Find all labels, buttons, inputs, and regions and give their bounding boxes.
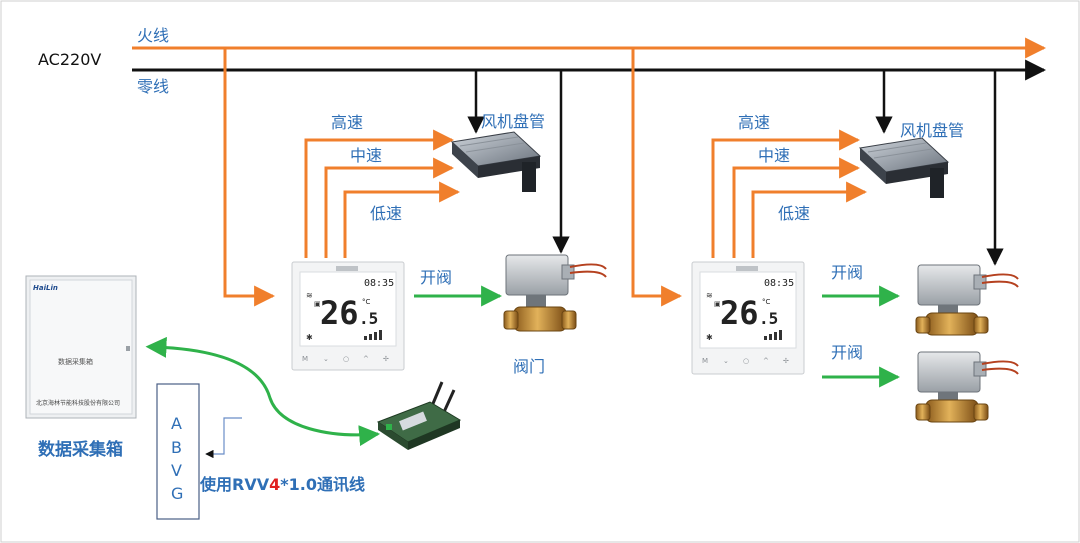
thermostat-temp-decimal-1: .5 (359, 309, 378, 328)
thermostat-time-1: 08:35 (364, 278, 394, 289)
low-speed-wire-1 (343, 181, 461, 258)
mode-button[interactable]: M (302, 355, 308, 363)
collector-company: 北京海林节能科技股份有限公司 (36, 399, 120, 407)
voltage-label: AC220V (38, 50, 101, 69)
cable-spec-suffix: *1.0通讯线 (280, 475, 365, 494)
comm-link (145, 336, 381, 447)
valve-2a (915, 264, 1019, 336)
lock-icon: ▣ (714, 300, 721, 308)
fan-coil-unit-2 (858, 137, 950, 198)
zone-2: 高速 中速 低速 风机盘管 08:35 26 .5 °C ≋ ▣ ✱ (631, 48, 1019, 423)
data-collector-box: HaiLin 数据采集箱 北京海林节能科技股份有限公司 (25, 275, 137, 419)
bus-letter-a: A (171, 414, 182, 433)
thermostat-temp-1: 26 (320, 294, 359, 332)
down-button[interactable]: ⌄ (323, 355, 329, 363)
cable-spec: 使用RVV4*1.0通讯线 (199, 475, 365, 494)
valve-2b (915, 351, 1019, 423)
cable-spec-prefix: 使用RVV (199, 475, 270, 494)
mid-speed-wire-2 (732, 157, 861, 258)
up-button[interactable]: ^ (363, 355, 369, 363)
down-button[interactable]: ⌄ (723, 357, 729, 365)
bus-terminal: A B V G (156, 383, 200, 520)
mode-button[interactable]: M (702, 357, 708, 365)
live-drop-1 (223, 48, 276, 307)
low-speed-wire-2 (751, 181, 868, 258)
power-button[interactable]: ○ (343, 355, 349, 363)
lock-icon: ▣ (314, 300, 321, 308)
bus-letter-v: V (171, 461, 182, 480)
open-valve-label-2a: 开阀 (831, 263, 863, 282)
thermostat-1: 08:35 26 .5 °C ≋ ▣ ✱ M ⌄ ○ ^ ✢ (291, 261, 405, 371)
live-label: 火线 (137, 26, 169, 45)
fcu-label-2: 风机盘管 (900, 121, 964, 140)
snowflake-icon: ✱ (706, 333, 713, 342)
low-speed-label-1: 低速 (370, 204, 402, 223)
thermostat-unit-2: °C (762, 298, 771, 306)
power-button[interactable]: ○ (743, 357, 749, 365)
bus-letter-b: B (171, 438, 182, 457)
thermostat-temp-2: 26 (720, 294, 759, 332)
fan-level-bars (764, 330, 782, 340)
mid-speed-label-1: 中速 (350, 146, 382, 165)
thermostat-2: 08:35 26 .5 °C ≋ ▣ ✱ M ⌄ ○ ^ ✢ (691, 261, 805, 375)
fan-button[interactable]: ✢ (383, 355, 389, 363)
thermostat-time-2: 08:35 (764, 278, 794, 289)
cable-pointer (205, 417, 242, 459)
wifi-icon: ≋ (306, 291, 313, 300)
open-valve-label-2b: 开阀 (831, 343, 863, 362)
wifi-icon: ≋ (706, 291, 713, 300)
collector-name: 数据采集箱 (58, 357, 93, 366)
collector-caption: 数据采集箱 (38, 439, 123, 460)
high-speed-wire-1 (304, 129, 455, 258)
collector-brand: HaiLin (33, 284, 58, 292)
up-button[interactable]: ^ (763, 357, 769, 365)
high-speed-label-1: 高速 (331, 113, 363, 132)
mid-speed-label-2: 中速 (758, 146, 790, 165)
cable-spec-highlight: 4 (269, 475, 280, 494)
zone-1: 高速 中速 低速 风机盘管 08:35 26 .5 °C ≋ ▣ ✱ (223, 48, 607, 376)
valve-label-1: 阀门 (513, 357, 545, 376)
fcu-label-1: 风机盘管 (481, 112, 545, 131)
thermostat-temp-decimal-2: .5 (759, 309, 778, 328)
thermostat-unit-1: °C (362, 298, 371, 306)
snowflake-icon: ✱ (306, 333, 313, 342)
fan-button[interactable]: ✢ (783, 357, 789, 365)
open-valve-label-1: 开阀 (420, 268, 452, 287)
bus-letter-g: G (171, 484, 183, 503)
high-speed-wire-2 (711, 129, 861, 258)
high-speed-label-2: 高速 (738, 113, 770, 132)
fan-coil-unit-1 (450, 131, 542, 192)
mains: AC220V 火线 零线 (38, 26, 1047, 96)
mid-speed-wire-1 (324, 157, 455, 258)
low-speed-label-2: 低速 (778, 204, 810, 223)
neutral-label: 零线 (137, 77, 169, 96)
valve-1 (503, 254, 607, 332)
gateway-module (376, 381, 462, 450)
live-drop-2 (631, 48, 683, 307)
